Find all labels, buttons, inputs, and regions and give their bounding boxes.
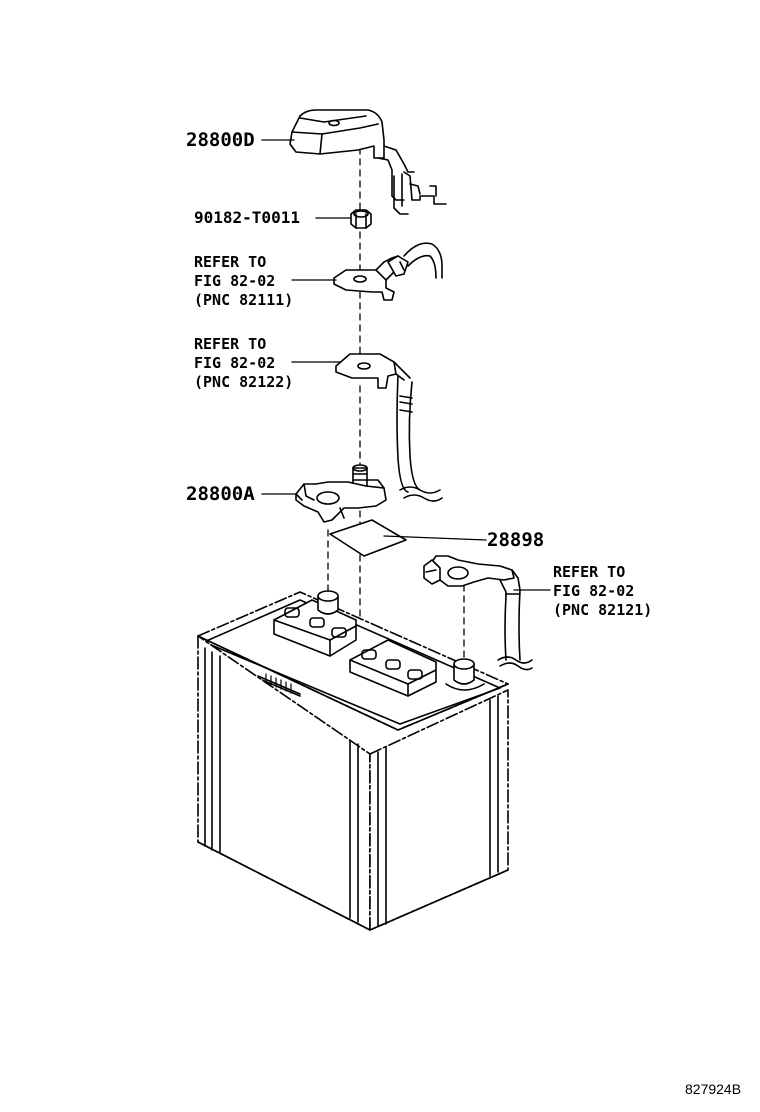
terminal-82111-part: [334, 243, 442, 300]
part-number-cover: 28800D: [186, 129, 255, 151]
terminal-cover-part: [290, 110, 446, 214]
reference-line: (PNC 82111): [194, 291, 294, 309]
reference-line: (PNC 82121): [553, 601, 653, 619]
nut-part: [351, 210, 371, 228]
terminal-82122-part: [336, 354, 442, 501]
terminal-82121-part: [424, 556, 532, 670]
battery-part: [198, 591, 508, 930]
reference-line: FIG 82-02: [194, 272, 276, 290]
reference-line: FIG 82-02: [553, 582, 635, 600]
leader-lines: [262, 140, 550, 590]
part-number-spacer: 28898: [487, 529, 545, 551]
figure-number: 827924B: [685, 1081, 742, 1097]
reference-line: FIG 82-02: [194, 354, 276, 372]
part-number-nut: 90182-T0011: [194, 208, 300, 227]
clamp-part: [296, 465, 386, 522]
reference-82121: REFER TO FIG 82-02 (PNC 82121): [553, 563, 652, 620]
part-number-clamp: 28800A: [186, 483, 255, 505]
reference-82111: REFER TO FIG 82-02 (PNC 82111): [194, 253, 293, 310]
spacer-part: [330, 520, 406, 556]
reference-82122: REFER TO FIG 82-02 (PNC 82122): [194, 335, 293, 392]
reference-line: (PNC 82122): [194, 373, 294, 391]
reference-line: REFER TO: [194, 253, 267, 271]
reference-line: REFER TO: [194, 335, 267, 353]
reference-line: REFER TO: [553, 563, 626, 581]
